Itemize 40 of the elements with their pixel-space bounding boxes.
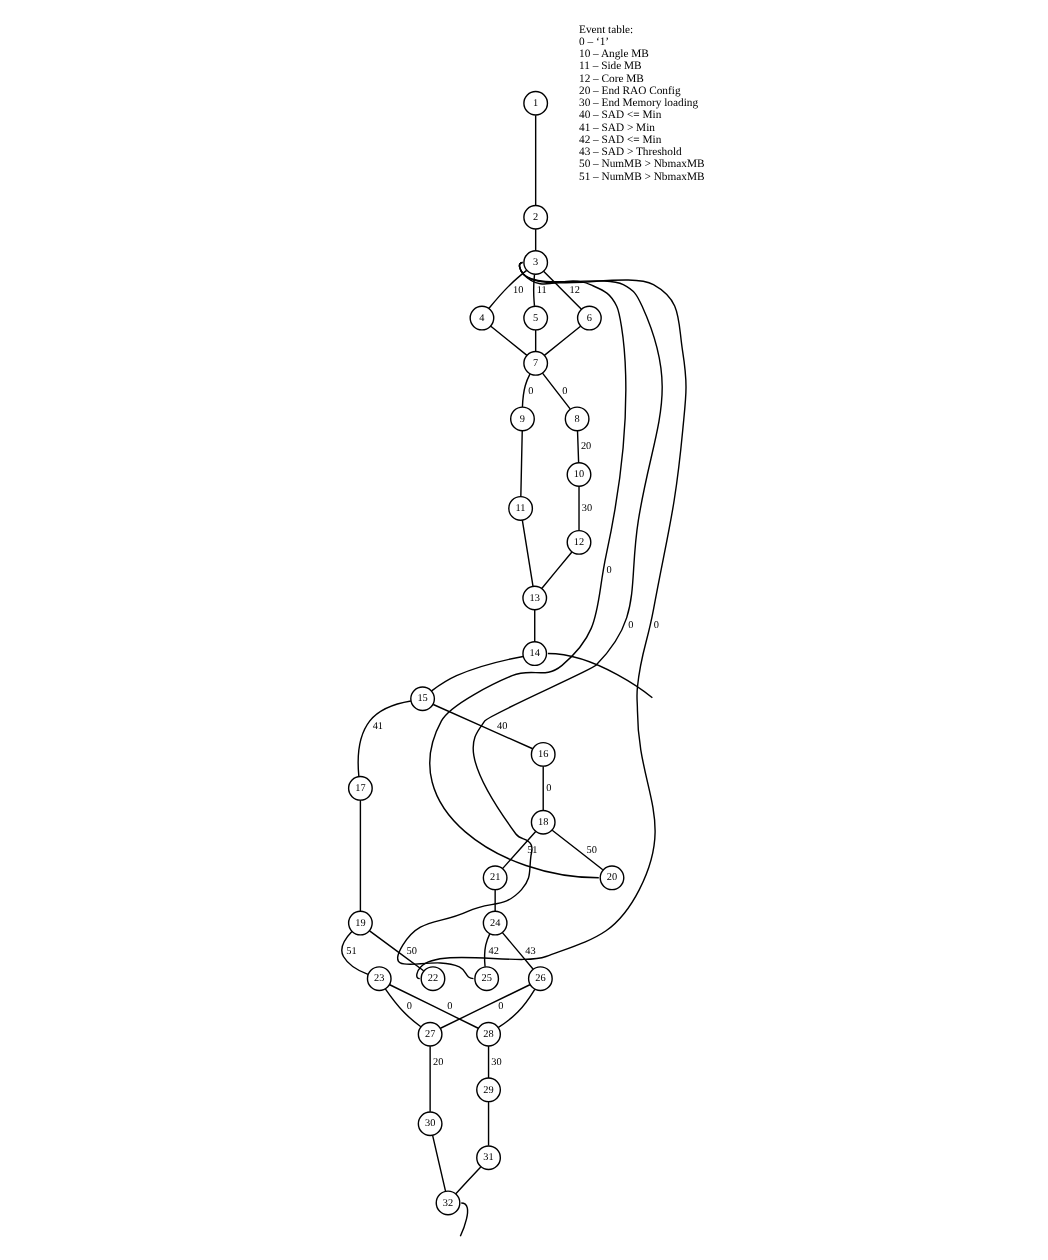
connector — [368, 930, 425, 972]
connector — [520, 430, 523, 498]
connector — [534, 329, 537, 352]
connector — [341, 930, 369, 976]
connector — [551, 829, 604, 871]
connector — [396, 261, 663, 980]
connector — [502, 830, 537, 870]
connector — [532, 273, 536, 307]
connector — [432, 703, 534, 750]
connector — [487, 1045, 490, 1079]
connector — [431, 1134, 447, 1193]
connector — [576, 430, 580, 464]
connector — [439, 984, 531, 1029]
connector — [547, 652, 654, 699]
connector — [359, 799, 362, 912]
connector — [455, 1166, 482, 1195]
connector — [487, 1101, 490, 1147]
connector — [534, 609, 536, 643]
connector — [459, 1202, 469, 1237]
connector — [542, 765, 544, 811]
connector — [389, 984, 479, 1029]
connector — [501, 931, 534, 970]
connector — [384, 988, 422, 1028]
connector — [521, 373, 531, 408]
connector — [357, 700, 412, 778]
connector — [488, 269, 528, 309]
connector — [483, 932, 491, 968]
connector — [429, 1045, 431, 1113]
connector — [534, 228, 537, 252]
connector — [494, 889, 496, 912]
connector — [543, 325, 582, 357]
connector — [497, 988, 536, 1029]
connector — [490, 325, 528, 357]
connector — [430, 655, 524, 692]
connector — [541, 551, 573, 589]
connector — [534, 114, 537, 206]
connector — [541, 372, 571, 410]
connector — [521, 519, 534, 587]
connector — [542, 270, 583, 310]
connector — [578, 485, 580, 531]
